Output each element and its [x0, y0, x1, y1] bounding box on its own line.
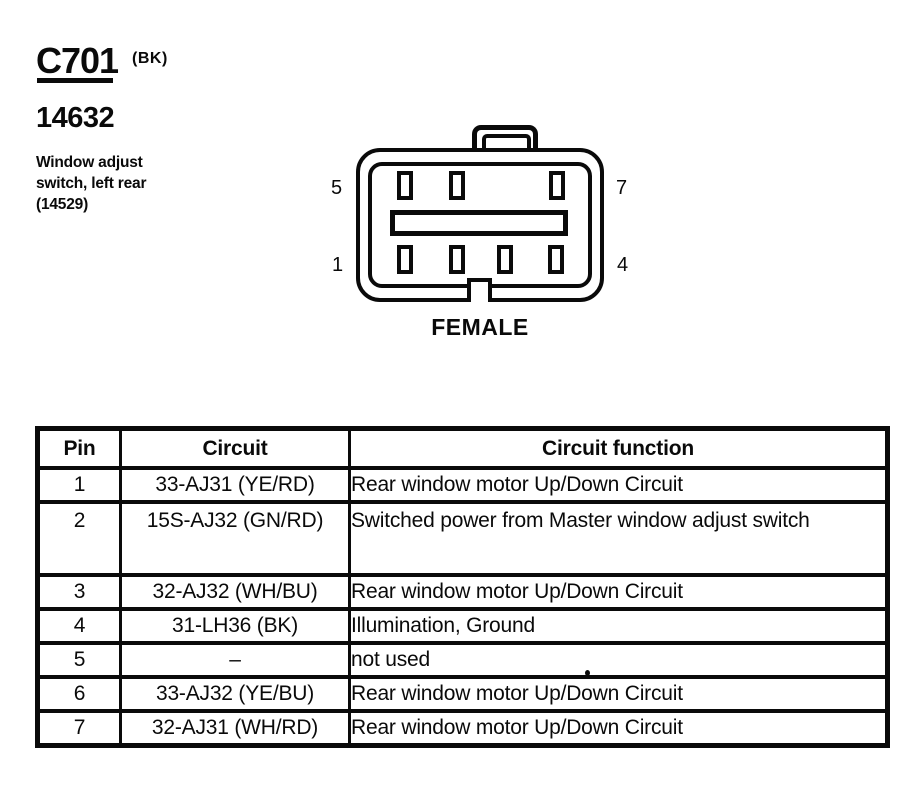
pin-number-label-7: 7 — [616, 177, 628, 199]
pin-cell: 1 — [36, 466, 122, 504]
circuit-cell: 33-AJ32 (YE/BU) — [119, 675, 351, 713]
pin-slot-7 — [549, 171, 565, 200]
pin-cell: 5 — [36, 641, 122, 679]
connector-key-slot — [390, 210, 568, 236]
header-circuit: Circuit — [119, 426, 351, 470]
table-header-row: Pin Circuit Circuit function — [36, 426, 889, 470]
description-line-3: (14529) — [36, 196, 89, 213]
pin-number-label-1: 1 — [332, 254, 344, 276]
component-number: 14632 — [36, 102, 115, 134]
function-cell: Rear window motor Up/Down Circuit — [348, 573, 889, 611]
component-description: Window adjust switch, left rear (14529) — [36, 152, 147, 215]
connector-latch-tab-inner — [482, 134, 531, 148]
pin-cell: 6 — [36, 675, 122, 713]
pin-cell: 3 — [36, 573, 122, 611]
pin-slot-4 — [548, 245, 564, 274]
pin-slot-3 — [497, 245, 513, 274]
pin-number-label-4: 4 — [617, 254, 629, 276]
pin-slot-5 — [397, 171, 413, 200]
circuit-cell: 33-AJ31 (YE/RD) — [119, 466, 351, 504]
connector-id: C701 — [36, 40, 119, 81]
connector-id-underline — [37, 78, 113, 83]
table-row: 1 33-AJ31 (YE/RD) Rear window motor Up/D… — [36, 466, 889, 504]
function-cell: Rear window motor Up/Down Circuit — [348, 709, 889, 747]
pin-cell: 7 — [36, 709, 122, 747]
pin-cell: 2 — [36, 500, 122, 577]
pin-number-label-5: 5 — [331, 177, 343, 199]
pin-cell: 4 — [36, 607, 122, 645]
description-line-2: switch, left rear — [36, 175, 147, 192]
function-cell: Rear window motor Up/Down Circuit — [348, 675, 889, 713]
circuit-cell: 32-AJ32 (WH/BU) — [119, 573, 351, 611]
table-row: 7 32-AJ31 (WH/RD) Rear window motor Up/D… — [36, 709, 889, 747]
function-cell: not used — [348, 641, 889, 679]
circuit-cell: – — [119, 641, 351, 679]
table-row: 4 31-LH36 (BK) Illumination, Ground — [36, 607, 889, 645]
pinout-table: Pin Circuit Circuit function 1 33-AJ31 (… — [35, 426, 890, 748]
function-cell: Rear window motor Up/Down Circuit — [348, 466, 889, 504]
connector-index-notch — [467, 278, 492, 302]
connector-gender-label: FEMALE — [431, 314, 529, 340]
table-row: 5 – not used — [36, 641, 889, 679]
connector-color-code: (BK) — [132, 50, 168, 67]
circuit-cell: 15S-AJ32 (GN/RD) — [119, 500, 351, 577]
function-cell: Illumination, Ground — [348, 607, 889, 645]
pin-slot-6 — [449, 171, 465, 200]
header-circuit-function: Circuit function — [348, 426, 889, 470]
pin-slot-1 — [397, 245, 413, 274]
table-row: 6 33-AJ32 (YE/BU) Rear window motor Up/D… — [36, 675, 889, 713]
pin-slot-2 — [449, 245, 465, 274]
circuit-cell: 32-AJ31 (WH/RD) — [119, 709, 351, 747]
scan-artifact-dot — [585, 670, 590, 676]
circuit-cell: 31-LH36 (BK) — [119, 607, 351, 645]
table-row: 2 15S-AJ32 (GN/RD) Switched power from M… — [36, 500, 889, 577]
table-row: 3 32-AJ32 (WH/BU) Rear window motor Up/D… — [36, 573, 889, 611]
function-cell: Switched power from Master window adjust… — [348, 500, 889, 577]
description-line-1: Window adjust — [36, 154, 143, 171]
header-pin: Pin — [36, 426, 122, 470]
